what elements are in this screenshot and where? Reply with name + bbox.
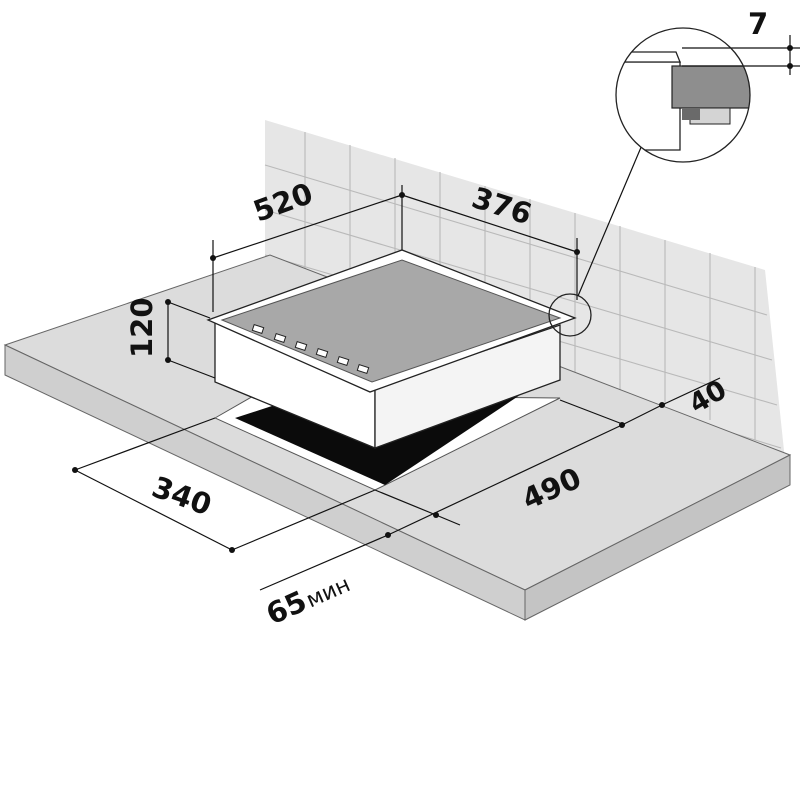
control-knobs (251, 323, 370, 375)
knob (294, 340, 308, 352)
detail-view (616, 28, 750, 162)
knob (336, 355, 350, 367)
dim-front-margin-unit: мин (303, 572, 355, 613)
dim-front-margin-group: 65 мин (261, 572, 355, 631)
countertop-side-edge (524, 454, 791, 621)
hob-glass-panel (220, 259, 562, 383)
knob (251, 323, 265, 335)
dim-height: 120 (125, 297, 159, 358)
knob (356, 363, 370, 375)
detail-marker (548, 293, 592, 337)
knob (315, 347, 329, 359)
detail-callout (548, 27, 751, 337)
tile-grid (264, 132, 782, 449)
knob (273, 332, 287, 344)
tiled-wall (264, 120, 785, 460)
hob-unit (206, 249, 577, 449)
dim-lip-height: 7 (748, 7, 768, 41)
dim-cutout-depth: 340 (148, 470, 217, 523)
